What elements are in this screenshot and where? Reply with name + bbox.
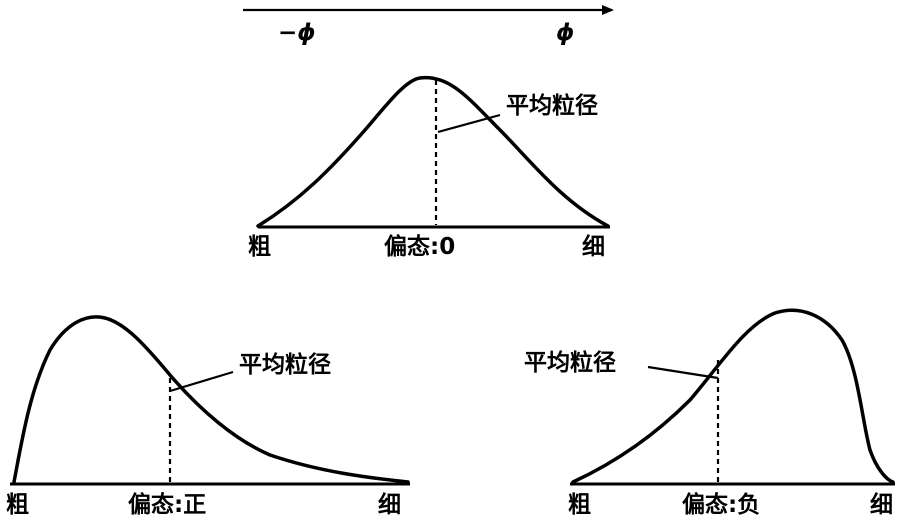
positive-fine-label: 细 [378,491,401,518]
symmetric-mean-leader [437,113,501,134]
positive-coarse-label: 粗 [6,491,29,518]
symmetric-coarse-label: 粗 [248,233,271,260]
symmetric-curve [256,75,610,228]
panel-negative: 平均粒径 粗 偏态:负 细 [524,308,895,518]
positive-mean-label: 平均粒径 [239,351,331,378]
positive-mean-leader [169,370,234,393]
phi-label: ϕ [556,20,574,46]
negative-coarse-label: 粗 [568,491,591,518]
positive-curve [12,315,410,484]
neg-phi-label: −ϕ [278,20,316,46]
symmetric-skew-label: 偏态:0 [384,233,455,260]
negative-mean-leader [647,365,719,380]
symmetric-fine-label: 细 [582,233,605,260]
panel-symmetric: 平均粒径 粗 偏态:0 细 [248,75,610,260]
phi-scale-arrow: −ϕ ϕ [243,5,614,46]
symmetric-mean-label: 平均粒径 [506,92,598,119]
positive-skew-label: 偏态:正 [128,491,206,518]
negative-mean-label: 平均粒径 [524,349,616,376]
negative-fine-label: 细 [870,491,893,518]
negative-skew-label: 偏态:负 [682,491,760,518]
panel-positive: 平均粒径 粗 偏态:正 细 [6,315,410,518]
negative-curve [571,308,895,484]
